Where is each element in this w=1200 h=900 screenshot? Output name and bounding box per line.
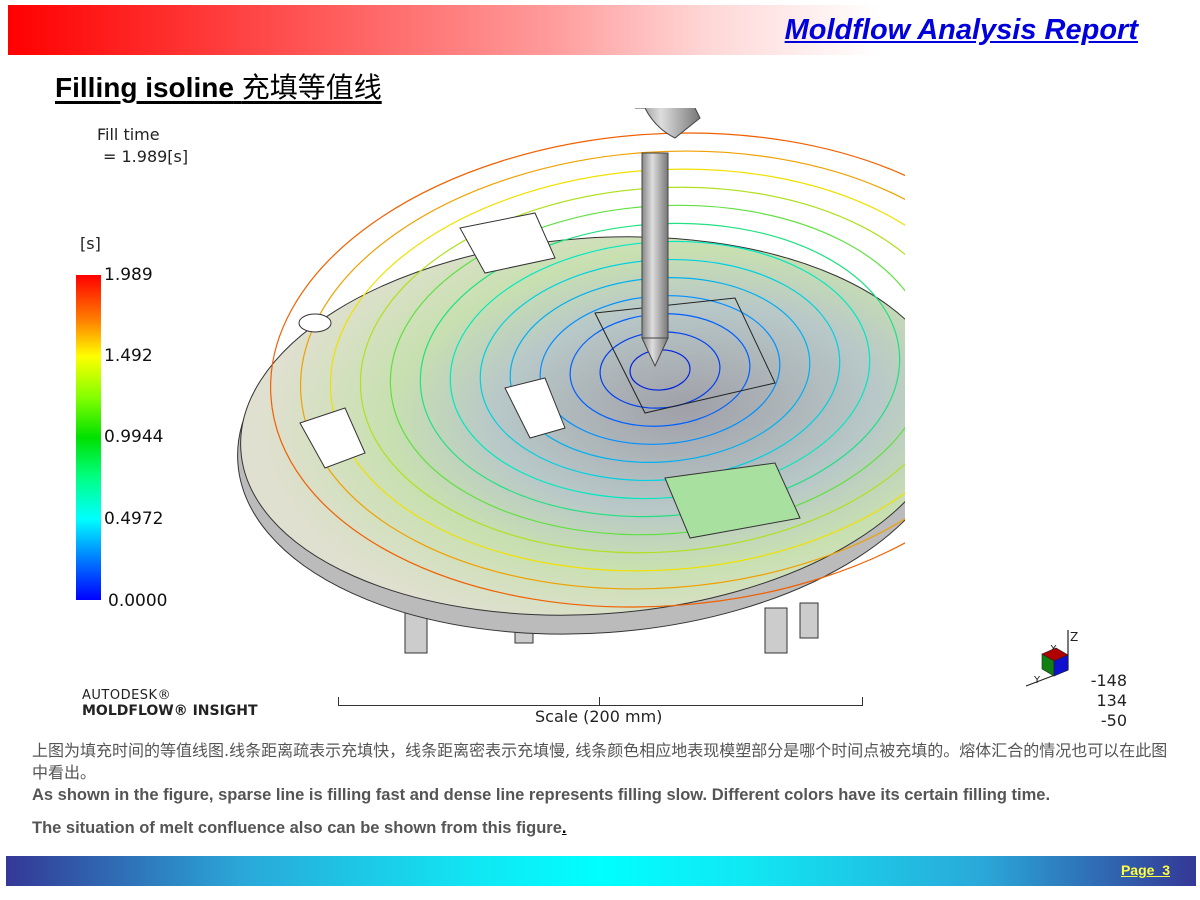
slide-title-en: Filling isoline xyxy=(55,72,234,103)
result-label: Fill time = 1.989[s] xyxy=(97,124,188,168)
result-value: = 1.989[s] xyxy=(103,147,189,166)
scale-label: Scale (200 mm) xyxy=(535,707,663,726)
axis-triad-icon: Z Y X xyxy=(1025,630,1078,687)
header-band xyxy=(8,5,880,55)
scale-bar-midtick xyxy=(599,697,600,705)
slide-title: Filling isoline 充填等值线 xyxy=(55,66,382,106)
svg-text:Z: Z xyxy=(1070,630,1078,644)
legend-tick-min: 0.0000 xyxy=(108,591,168,611)
legend-tick: 1.492 xyxy=(104,346,153,366)
part-model-view xyxy=(237,108,905,654)
legend-tick: 0.9944 xyxy=(104,427,164,447)
report-title-link[interactable]: Moldflow Analysis Report xyxy=(784,14,1138,46)
result-name: Fill time xyxy=(97,125,160,144)
color-legend-bar xyxy=(76,275,101,600)
view-coordinates: -148 134 -50 xyxy=(1090,671,1127,730)
legend-tick: 0.4972 xyxy=(104,509,164,529)
description-en-line1: As shown in the figure, sparse line is f… xyxy=(32,786,1051,804)
slide-title-cn: 充填等值线 xyxy=(241,71,382,104)
scale-bar xyxy=(338,697,863,706)
page-number-link[interactable]: Page 3 xyxy=(1120,862,1170,878)
legend-tick-max: 1.989 xyxy=(104,265,153,285)
svg-text:Y: Y xyxy=(1033,675,1041,686)
footer-band xyxy=(6,856,1196,886)
description-cn: 上图为填充时间的等值线图.线条距离疏表示充填快，线条距离密表示充填慢, 线条颜色… xyxy=(32,741,1168,782)
description-en-line2: The situation of melt confluence also ca… xyxy=(32,819,567,837)
autodesk-moldflow-logo: AUTODESK® MOLDFLOW® INSIGHT xyxy=(82,688,258,719)
legend-unit: [s] xyxy=(80,234,101,253)
